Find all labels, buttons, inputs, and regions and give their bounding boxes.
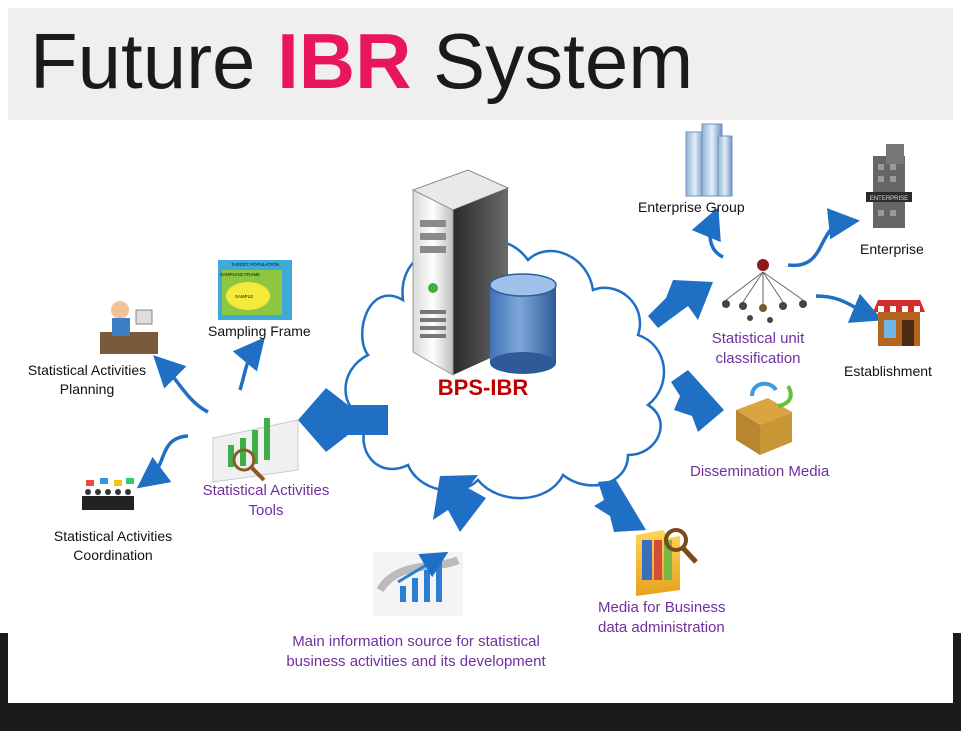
enterprise-sign-text: ENTERPRISE (870, 196, 908, 202)
shop-icon (873, 300, 925, 346)
main-source-line1: Main information source for statistical (292, 633, 540, 650)
center-label: BPS-IBR (437, 375, 529, 400)
diagram-svg: ENTERPRISE (82, 123, 925, 616)
diagram-panel: ENTERPRISE (8, 120, 953, 703)
cloud-arrows (298, 280, 724, 532)
establishment-label: Establishment (844, 363, 932, 379)
page-title: Future IBR System (30, 22, 693, 100)
title-prefix: Future (30, 17, 278, 105)
business-admin-label: Media for Business data administration (598, 598, 768, 638)
planning-label-line1: Statistical Activities (27, 362, 147, 378)
arrow-to-business (594, 480, 646, 532)
growth-chart-icon (373, 551, 463, 616)
main-source-line2: business activities and its development (286, 653, 546, 670)
building-icon (685, 123, 733, 197)
planning-label-line2: Planning (59, 381, 115, 397)
unit-classification-line1: Statistical unit (711, 330, 805, 347)
target-population-text: TARGET POPULATION (231, 262, 279, 267)
title-suffix: System (411, 17, 694, 105)
tools-label-line2: Tools (248, 502, 284, 519)
folder-icon (636, 528, 698, 596)
org-chart-icon (722, 259, 807, 323)
coordination-label-line2: Coordination (73, 547, 153, 563)
unit-classification-line2: classification (715, 350, 801, 367)
title-band: Future IBR System (8, 8, 953, 120)
business-admin-line1: Media for Business (598, 599, 726, 616)
main-source-label: Main information source for statistical … (246, 632, 586, 672)
arrow-to-main-source (433, 475, 486, 532)
coordination-label-line1: Statistical Activities (53, 528, 173, 544)
coordination-label: Statistical Activities Coordination (38, 527, 188, 565)
box-icon (736, 381, 793, 455)
business-admin-line2: data administration (598, 619, 725, 636)
sample-text: SAMPLE (235, 294, 253, 299)
enterprise-building-icon: ENTERPRISE (866, 144, 912, 228)
tools-label: Statistical Activities Tools (186, 481, 346, 521)
sampling-frame-label: Sampling Frame (208, 323, 311, 339)
arrow-to-tools (298, 388, 388, 452)
unit-classification-label: Statistical unit classification (698, 329, 818, 369)
sampling-frame-mini-text: SAMPLING FRAME (220, 272, 260, 277)
enterprise-label: Enterprise (860, 241, 924, 257)
dissemination-label: Dissemination Media (690, 463, 830, 480)
arrow-to-dissemination (671, 370, 724, 432)
database-icon (489, 273, 557, 374)
arrow-to-unit-class (648, 280, 713, 328)
title-highlight: IBR (277, 17, 412, 105)
planning-label: Statistical Activities Planning (22, 361, 152, 399)
sampling-frame-thumbnail: TARGET POPULATION SAMPLING FRAME SAMPLE (218, 260, 292, 320)
person-desk-icon (100, 301, 158, 354)
chart-icon (212, 418, 299, 483)
people-icon (82, 478, 134, 510)
enterprise-group-label: Enterprise Group (638, 199, 745, 215)
tools-label-line1: Statistical Activities (202, 482, 330, 499)
small-arrows (136, 207, 883, 489)
